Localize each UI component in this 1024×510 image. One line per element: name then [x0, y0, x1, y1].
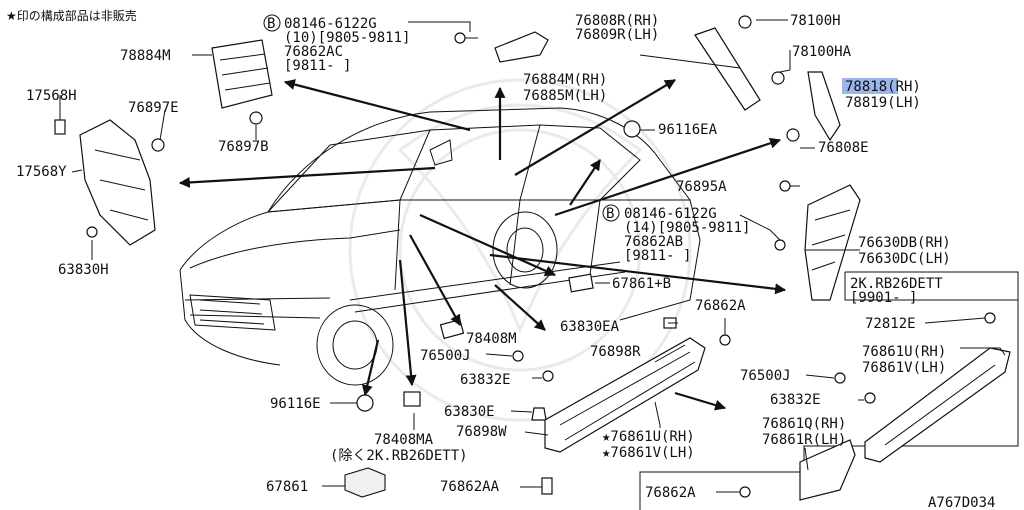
label-76500J-left: 76500J [420, 348, 471, 364]
label-96116E: 96116E [270, 396, 321, 412]
label-76862A-bottom: 76862A [645, 485, 696, 501]
highlight-78818 [842, 78, 898, 94]
label-63830E: 63830E [444, 404, 495, 420]
part-67861B [568, 273, 594, 293]
part-78100H [738, 15, 752, 29]
part-78100HA [771, 71, 785, 85]
label-63830EA: 63830EA [560, 319, 620, 335]
part-76862A-top [719, 334, 731, 346]
label-96116EA: 96116EA [658, 122, 718, 138]
label-76630DC: 76630DC(LH) [858, 251, 951, 267]
label-78408MA: 78408MA [374, 432, 434, 448]
label-67861: 67861 [266, 479, 308, 495]
part-76897E [151, 138, 165, 152]
part-63830E [531, 407, 547, 421]
part-bolt-08146-mid [774, 239, 786, 251]
part-63830H [86, 226, 98, 238]
svg-text:B: B [606, 206, 614, 222]
label-76808E: 76808E [818, 140, 869, 156]
label-range-9811-top: [9811- ] [284, 58, 351, 74]
label-exclusion-note: (除く2K.RB26DETT) [330, 448, 468, 464]
part-78884M [211, 39, 273, 109]
part-bolt-08146-top [454, 32, 478, 44]
label-76809R: 76809R(LH) [575, 27, 659, 43]
pointer-arrows [178, 79, 787, 411]
label-bolt-08146-top: 08146-6122G [284, 16, 377, 32]
label-engine-variant: 2K.RB26DETT [850, 276, 943, 292]
label-76630DB: 76630DB(RH) [858, 235, 951, 251]
label-76862AA: 76862AA [440, 479, 500, 495]
label-76862A-top: 76862A [695, 298, 746, 314]
part-78818 [807, 71, 841, 142]
label-76808R: 76808R(RH) [575, 13, 659, 29]
label-78408M: 78408M [466, 331, 517, 347]
label-range-9901: [9901- ] [850, 290, 917, 306]
label-67861B: 67861+B [612, 276, 671, 292]
label-76861R: 76861R(LH) [762, 432, 846, 448]
label-17568H: 17568H [26, 88, 77, 104]
part-76808E [786, 128, 800, 142]
leader-lines [59, 19, 1006, 493]
label-76500J-right: 76500J [740, 368, 791, 384]
label-78100HA: 78100HA [792, 44, 852, 60]
label-76861U-star: ★76861U(RH) [602, 429, 695, 445]
label-bolt-qty-mid: (14)[9805-9811] [624, 220, 750, 236]
label-72812E: 72812E [865, 316, 916, 332]
part-78408MA [403, 391, 421, 407]
label-17568Y: 17568Y [16, 164, 67, 180]
label-63830H: 63830H [58, 262, 109, 278]
bolt-marker-mid: B [602, 204, 620, 222]
label-78819: 78819(LH) [845, 95, 921, 111]
diagram-id: A767D034 [928, 495, 995, 510]
label-78884M: 78884M [120, 48, 171, 64]
part-96116E [356, 394, 374, 412]
label-76895A: 76895A [676, 179, 727, 195]
label-76897E: 76897E [128, 100, 179, 116]
part-17568Y [79, 119, 156, 246]
label-76862AB: 76862AB [624, 234, 683, 250]
label-76861V-star: ★76861V(LH) [602, 445, 695, 461]
label-76898W: 76898W [456, 424, 507, 440]
label-76861Q: 76861Q(RH) [762, 416, 846, 432]
part-17568H [54, 119, 66, 135]
label-76885M: 76885M(LH) [523, 88, 607, 104]
header-note: ★印の構成部品は非販売 [6, 8, 137, 23]
part-67861 [344, 467, 386, 498]
part-sill-76898R [544, 337, 706, 453]
part-76895A [779, 180, 791, 192]
svg-text:B: B [267, 16, 275, 32]
part-96116EA [623, 120, 641, 138]
label-76884M: 76884M(RH) [523, 72, 607, 88]
label-63832E-right: 63832E [770, 392, 821, 408]
bolt-marker-top: B [263, 14, 281, 32]
label-76897B: 76897B [218, 139, 269, 155]
label-76898R: 76898R [590, 344, 641, 360]
part-76500J-left [512, 350, 524, 362]
label-76861V-right: 76861V(LH) [862, 360, 946, 376]
part-76897B [249, 111, 263, 125]
variant-box-rb26dett [639, 271, 1019, 510]
part-76808R [694, 27, 761, 111]
label-range-9811-mid: [9811- ] [624, 248, 691, 264]
label-63832E-left: 63832E [460, 372, 511, 388]
part-63832E-left [542, 370, 554, 382]
part-76862AA [541, 477, 553, 495]
label-78818: 78818(RH) [845, 79, 921, 95]
part-78408M [439, 318, 465, 340]
label-78100H: 78100H [790, 13, 841, 29]
label-bolt-qty-top: (10)[9805-9811] [284, 30, 410, 46]
part-76630DB [804, 184, 861, 301]
label-bolt-08146-mid: 08146-6122G [624, 206, 717, 222]
part-76884M [494, 31, 549, 63]
label-76861U-right: 76861U(RH) [862, 344, 946, 360]
label-76862AC: 76862AC [284, 44, 343, 60]
